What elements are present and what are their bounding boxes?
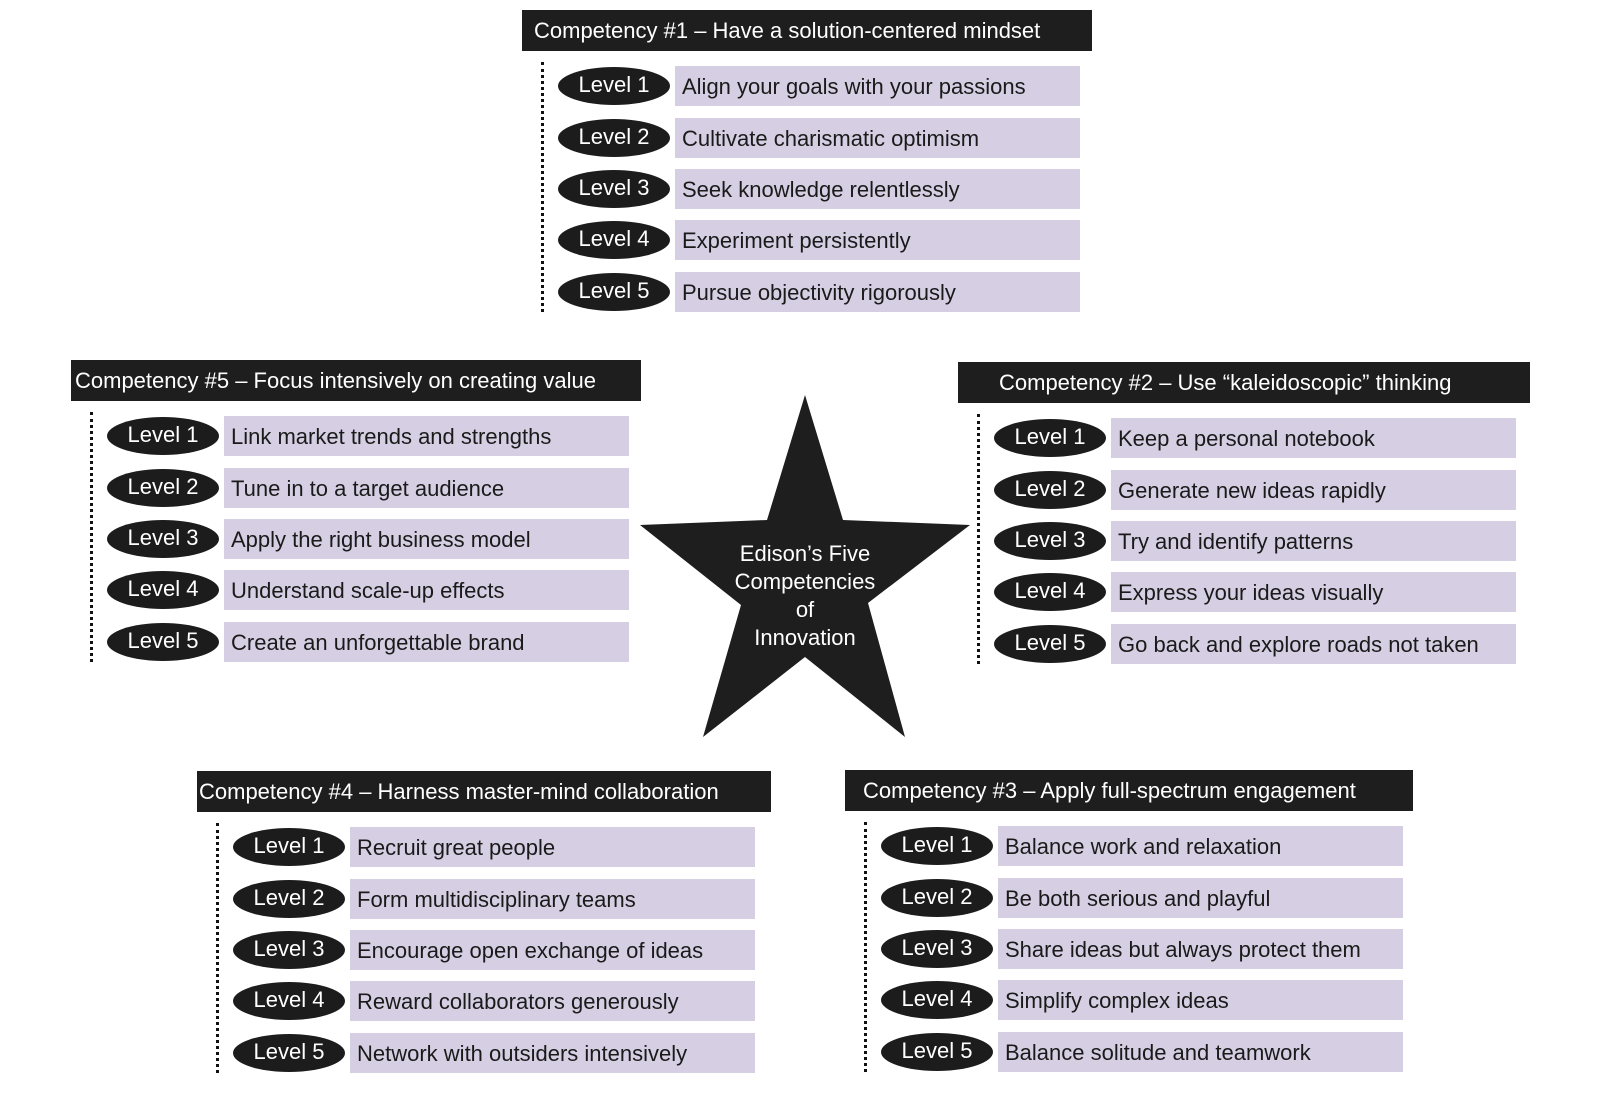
competency-5-dotted-connector (90, 412, 93, 662)
center-title: Edison’s Five Competencies of Innovation (720, 540, 890, 652)
level-3-badge: Level 3 (881, 930, 993, 968)
star-icon (640, 395, 970, 737)
level-4-description: Understand scale-up effects (224, 570, 629, 610)
level-2-badge: Level 2 (558, 119, 670, 157)
competency-4-title: Competency #4 – Harness master-mind coll… (197, 771, 771, 812)
level-1-badge: Level 1 (881, 827, 993, 865)
level-2-description: Be both serious and playful (998, 878, 1403, 918)
competency-4-dotted-connector (216, 823, 219, 1073)
level-3-description: Seek knowledge relentlessly (675, 169, 1080, 209)
level-3-badge: Level 3 (558, 170, 670, 208)
competency-5-title: Competency #5 – Focus intensively on cre… (71, 360, 641, 401)
level-4-description: Reward collaborators generously (350, 981, 755, 1021)
level-1-badge: Level 1 (107, 417, 219, 455)
competency-1-block: Competency #1 – Have a solution-centered… (522, 10, 1092, 320)
level-4-description: Simplify complex ideas (998, 980, 1403, 1020)
level-5-badge: Level 5 (994, 625, 1106, 663)
competency-1-title: Competency #1 – Have a solution-centered… (522, 10, 1092, 51)
level-1-description: Balance work and relaxation (998, 826, 1403, 866)
level-1-description: Align your goals with your passions (675, 66, 1080, 106)
level-3-description: Encourage open exchange of ideas (350, 930, 755, 970)
level-1-description: Link market trends and strengths (224, 416, 629, 456)
competency-3-dotted-connector (864, 822, 867, 1072)
level-3-badge: Level 3 (233, 931, 345, 969)
competency-2-title: Competency #2 – Use “kaleidoscopic” thin… (958, 362, 1530, 403)
competency-4-block: Competency #4 – Harness master-mind coll… (197, 771, 771, 1081)
level-5-description: Create an unforgettable brand (224, 622, 629, 662)
level-2-badge: Level 2 (881, 879, 993, 917)
competency-3-title: Competency #3 – Apply full-spectrum enga… (845, 770, 1413, 811)
level-5-description: Go back and explore roads not taken (1111, 624, 1516, 664)
level-2-badge: Level 2 (233, 880, 345, 918)
level-3-badge: Level 3 (994, 522, 1106, 560)
competency-5-block: Competency #5 – Focus intensively on cre… (71, 360, 641, 670)
level-1-badge: Level 1 (558, 67, 670, 105)
level-5-badge: Level 5 (881, 1033, 993, 1071)
level-1-description: Keep a personal notebook (1111, 418, 1516, 458)
level-1-badge: Level 1 (994, 419, 1106, 457)
level-3-description: Share ideas but always protect them (998, 929, 1403, 969)
level-2-description: Generate new ideas rapidly (1111, 470, 1516, 510)
competency-1-dotted-connector (541, 62, 544, 312)
level-3-badge: Level 3 (107, 520, 219, 558)
center-title-line-2: Competencies (734, 569, 876, 594)
level-4-badge: Level 4 (558, 221, 670, 259)
level-1-description: Recruit great people (350, 827, 755, 867)
level-2-badge: Level 2 (107, 469, 219, 507)
competency-2-block: Competency #2 – Use “kaleidoscopic” thin… (958, 362, 1530, 672)
level-2-description: Cultivate charismatic optimism (675, 118, 1080, 158)
level-4-badge: Level 4 (881, 981, 993, 1019)
level-5-description: Balance solitude and teamwork (998, 1032, 1403, 1072)
center-title-line-3: of (795, 597, 815, 622)
center-title-line-1: Edison’s Five (739, 541, 871, 566)
level-2-description: Tune in to a target audience (224, 468, 629, 508)
level-3-description: Apply the right business model (224, 519, 629, 559)
level-4-badge: Level 4 (994, 573, 1106, 611)
level-4-badge: Level 4 (233, 982, 345, 1020)
level-5-badge: Level 5 (558, 273, 670, 311)
center-star: Edison’s Five Competencies of Innovation (640, 392, 970, 737)
level-2-badge: Level 2 (994, 471, 1106, 509)
level-4-description: Express your ideas visually (1111, 572, 1516, 612)
level-5-description: Pursue objectivity rigorously (675, 272, 1080, 312)
level-5-badge: Level 5 (233, 1034, 345, 1072)
level-5-description: Network with outsiders intensively (350, 1033, 755, 1073)
level-4-badge: Level 4 (107, 571, 219, 609)
level-1-badge: Level 1 (233, 828, 345, 866)
level-4-description: Experiment persistently (675, 220, 1080, 260)
level-2-description: Form multidisciplinary teams (350, 879, 755, 919)
center-title-line-4: Innovation (754, 625, 856, 650)
level-5-badge: Level 5 (107, 623, 219, 661)
competency-2-dotted-connector (977, 414, 980, 664)
level-3-description: Try and identify patterns (1111, 521, 1516, 561)
competency-3-block: Competency #3 – Apply full-spectrum enga… (845, 770, 1413, 1080)
